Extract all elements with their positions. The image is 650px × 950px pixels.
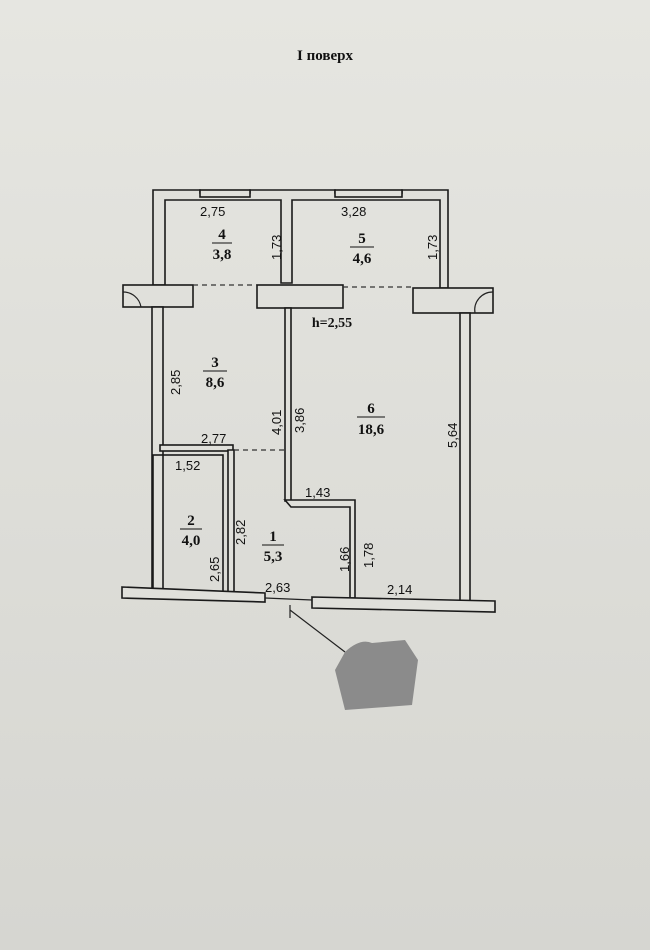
room-1-label: 1 5,3: [262, 529, 284, 565]
svg-text:4,01: 4,01: [269, 410, 284, 435]
door-arc: [122, 291, 142, 308]
svg-text:2: 2: [187, 513, 195, 529]
room-2-label: 2 4,0: [180, 513, 202, 549]
svg-text:2,75: 2,75: [200, 204, 225, 219]
svg-text:4,0: 4,0: [182, 533, 201, 549]
svg-text:1: 1: [269, 529, 277, 545]
svg-text:2,82: 2,82: [233, 520, 248, 545]
svg-text:5,64: 5,64: [445, 423, 460, 448]
window: [334, 189, 403, 198]
svg-text:2,63: 2,63: [265, 580, 290, 595]
svg-text:3: 3: [211, 355, 219, 371]
svg-text:2,85: 2,85: [168, 370, 183, 395]
svg-text:2,14: 2,14: [387, 582, 412, 597]
walls: [121, 189, 496, 653]
svg-text:5,3: 5,3: [264, 549, 283, 565]
room-4-label: 4 3,8: [212, 227, 232, 263]
svg-text:3,28: 3,28: [341, 204, 366, 219]
svg-text:1,73: 1,73: [269, 235, 284, 260]
svg-text:4: 4: [218, 227, 226, 243]
svg-text:2,65: 2,65: [207, 557, 222, 582]
svg-text:18,6: 18,6: [358, 422, 385, 438]
room-3-label: 3 8,6: [203, 355, 227, 391]
svg-text:3,86: 3,86: [292, 408, 307, 433]
window: [199, 189, 251, 198]
dimension-labels: 2,75 3,28 1,73 1,73 2,85 2,77 4,01 3,86 …: [168, 204, 460, 597]
room-5-label: 5 4,6: [350, 231, 374, 267]
svg-text:6: 6: [367, 401, 375, 417]
redacted-mark: [335, 640, 418, 710]
floor-title: І поверх: [297, 48, 353, 64]
svg-text:1,43: 1,43: [305, 485, 330, 500]
svg-text:1,73: 1,73: [425, 235, 440, 260]
ceiling-height: h=2,55: [312, 316, 352, 331]
room-6-label: 6 18,6: [357, 401, 385, 438]
svg-text:5: 5: [358, 231, 366, 247]
svg-text:1,66: 1,66: [337, 547, 352, 572]
svg-text:4,6: 4,6: [353, 251, 372, 267]
svg-text:8,6: 8,6: [206, 375, 225, 391]
svg-text:1,52: 1,52: [175, 458, 200, 473]
svg-text:3,8: 3,8: [213, 247, 232, 263]
svg-text:1,78: 1,78: [361, 543, 376, 568]
door-arc: [474, 291, 494, 314]
svg-text:2,77: 2,77: [201, 431, 226, 446]
